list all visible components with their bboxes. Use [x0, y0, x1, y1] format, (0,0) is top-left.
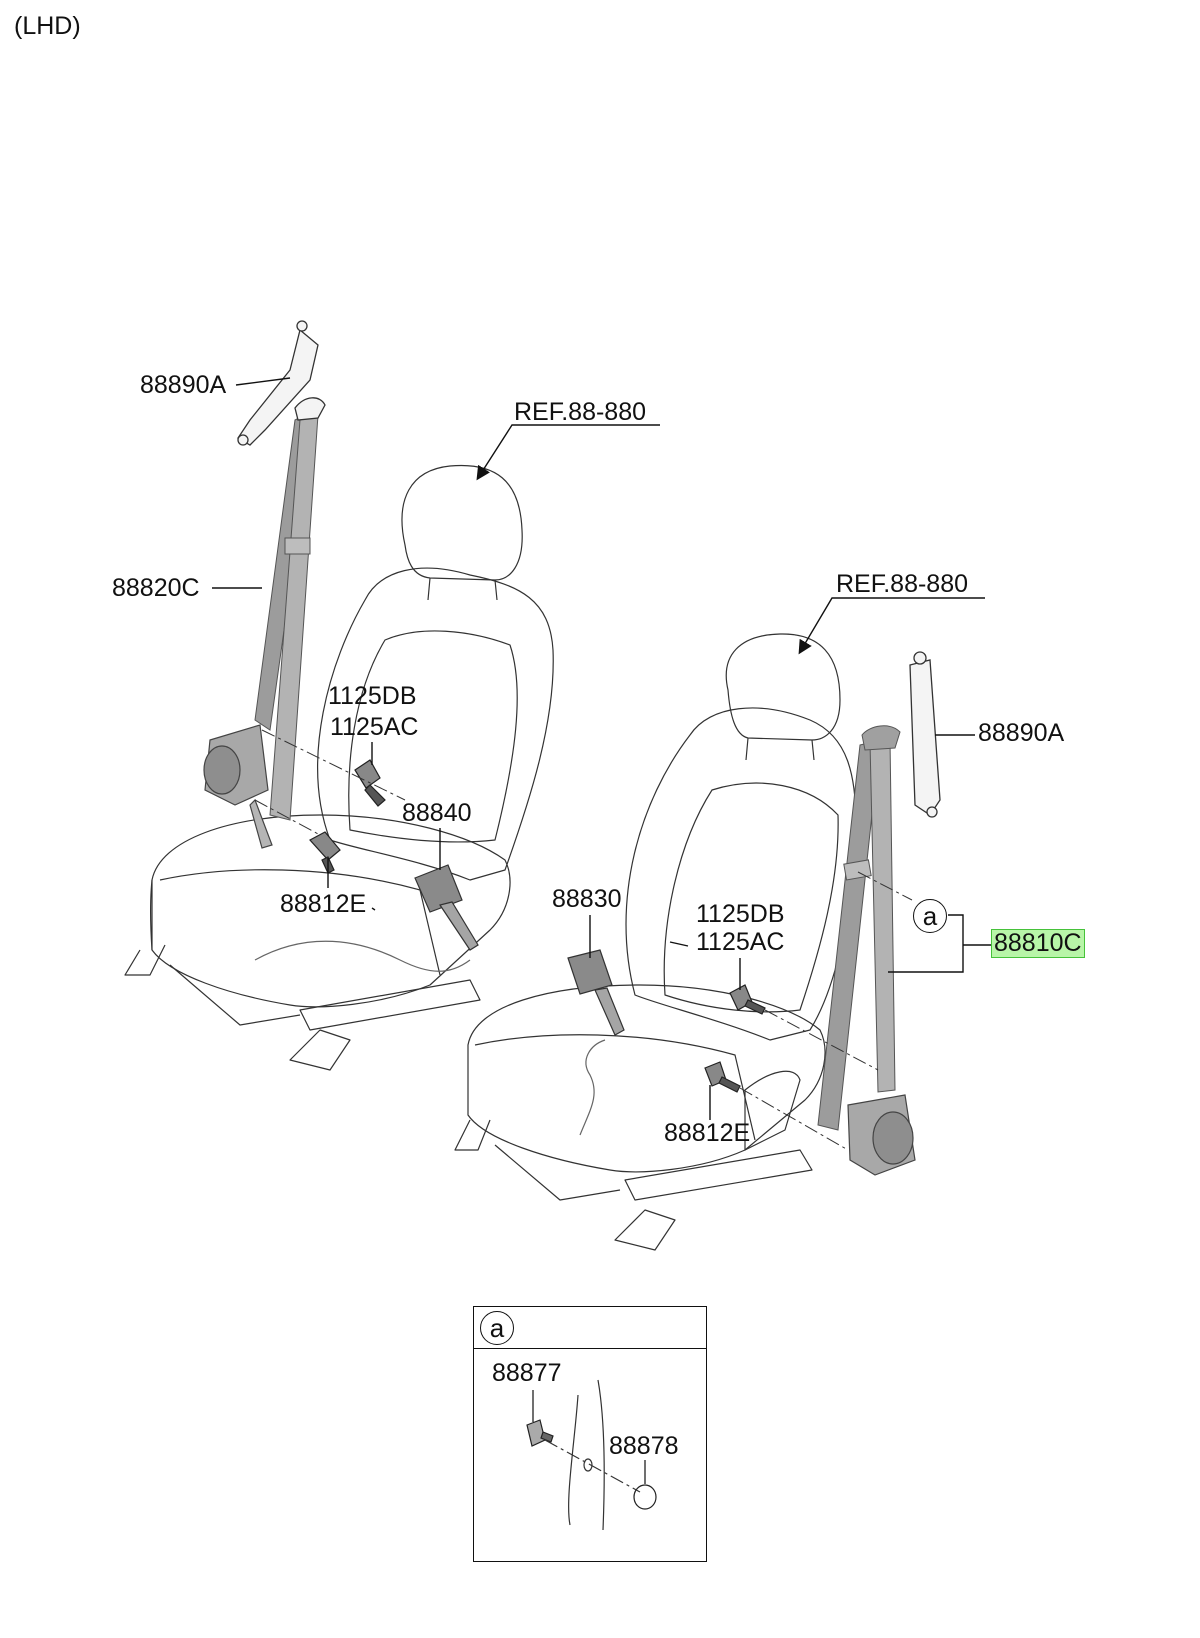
inset-illustration	[526, 1379, 657, 1531]
callout-88810c-highlighted[interactable]: 88810C	[991, 929, 1085, 958]
right-retractor	[847, 1094, 916, 1176]
detail-inset-a: a	[473, 1306, 707, 1562]
callout-88890a-left: 88890A	[140, 371, 227, 399]
callout-1125db-right: 1125DB	[696, 900, 785, 928]
callout-88890a-right: 88890A	[978, 719, 1065, 747]
variant-label: (LHD)	[14, 12, 81, 40]
left-seat-illustration	[124, 464, 554, 1071]
right-belt-webbing	[817, 725, 901, 1131]
inset-marker-a: a	[480, 1311, 514, 1345]
left-bolt-1125	[354, 759, 386, 807]
callout-1125db-left: 1125DB	[328, 682, 417, 710]
callout-88840: 88840	[402, 799, 472, 827]
inset-header: a	[474, 1307, 706, 1349]
right-anchor-bolt	[704, 1061, 741, 1093]
ref-callout-right: REF.88-880	[836, 570, 969, 598]
left-belt-webbing	[254, 409, 319, 821]
left-anchor-bolt	[309, 831, 341, 874]
callout-1125ac-left: 1125AC	[330, 713, 419, 741]
left-retractor	[203, 724, 273, 849]
callout-88877: 88877	[492, 1359, 562, 1387]
callout-1125ac-right: 1125AC	[696, 928, 785, 956]
callout-88812e-right: 88812E	[664, 1119, 751, 1147]
callout-88812e-left: 88812E	[280, 890, 367, 918]
callout-88830: 88830	[552, 885, 622, 913]
leader-lines	[212, 377, 992, 1120]
right-height-adjuster	[909, 651, 941, 818]
left-height-adjuster	[237, 320, 326, 446]
right-seat-illustration	[454, 633, 857, 1251]
right-buckle	[567, 949, 625, 1036]
callout-88878: 88878	[609, 1432, 679, 1460]
detail-marker-a: a	[913, 899, 947, 933]
callout-88820c: 88820C	[112, 574, 200, 602]
left-buckle	[414, 864, 479, 951]
ref-callout-left: REF.88-880	[514, 398, 647, 426]
